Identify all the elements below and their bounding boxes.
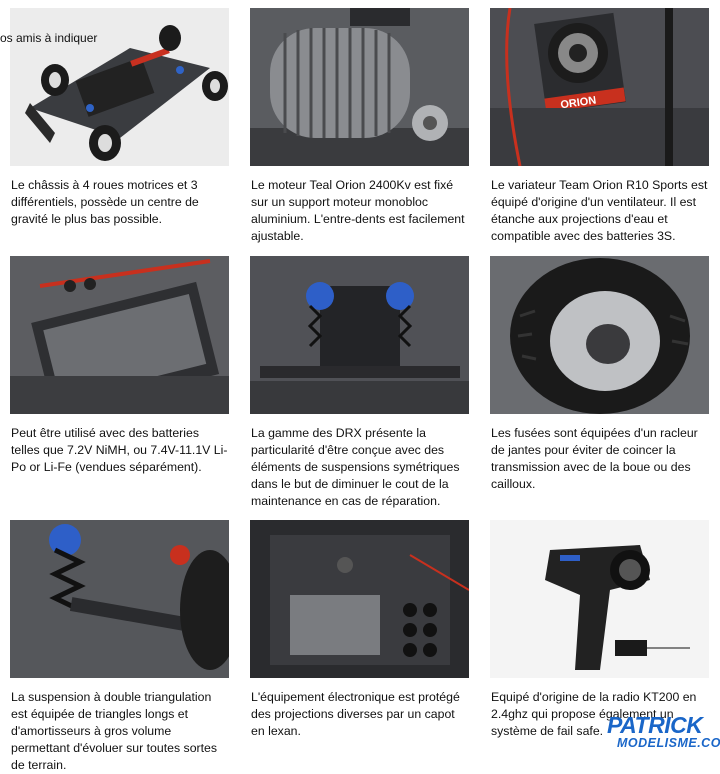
cell-motor: Le moteur Teal Orion 2400Kv est fixé sur… xyxy=(250,8,470,245)
cell-suspension: La suspension à double triangulation est… xyxy=(10,520,230,774)
watermark-logo: PATRICK MODELISME.COM xyxy=(607,712,720,756)
esc-photo: ORION xyxy=(490,8,709,166)
electronics-photo xyxy=(250,520,469,678)
caption-chassis: Le châssis à 4 roues motrices et 3 diffé… xyxy=(11,178,199,226)
cell-battery: Peut être utilisé avec des batteries tel… xyxy=(10,256,230,476)
cell-esc: ORION Le variateur Team Orion R10 Sports… xyxy=(490,8,710,245)
cell-drx: La gamme des DRX présente la particulari… xyxy=(250,256,470,510)
caption-esc: Le variateur Team Orion R10 Sports est é… xyxy=(491,178,708,243)
battery-photo xyxy=(10,256,229,414)
caption-drx: La gamme des DRX présente la particulari… xyxy=(251,426,460,508)
suspension-image xyxy=(10,520,229,678)
esc-image: ORION xyxy=(490,8,709,166)
drx-photo xyxy=(250,256,469,414)
cell-electronics: L'équipement électronique est protégé de… xyxy=(250,520,470,740)
radio-image xyxy=(490,520,709,678)
caption-motor: Le moteur Teal Orion 2400Kv est fixé sur… xyxy=(251,178,465,243)
chassis-photo xyxy=(10,8,229,166)
motor-photo xyxy=(250,8,469,166)
caption-suspension: La suspension à double triangulation est… xyxy=(11,690,218,772)
caption-wheel: Les fusées sont équipées d'un racleur de… xyxy=(491,426,698,491)
chassis-image xyxy=(10,8,229,166)
electronics-image xyxy=(250,520,469,678)
watermark-line1: PATRICK xyxy=(607,712,703,738)
suspension-photo xyxy=(10,520,229,678)
cell-radio: Equipé d'origine de la radio KT200 en 2.… xyxy=(490,520,710,740)
battery-image xyxy=(10,256,229,414)
caption-battery: Peut être utilisé avec des batteries tel… xyxy=(11,426,228,474)
overlay-fragment-text: os amis à indiquer xyxy=(0,31,98,45)
caption-electronics: L'équipement électronique est protégé de… xyxy=(251,690,460,738)
wheel-image xyxy=(490,256,709,414)
motor-image xyxy=(250,8,469,166)
wheel-photo xyxy=(490,256,709,414)
radio-photo xyxy=(490,520,709,678)
watermark-line2: MODELISME.COM xyxy=(617,736,720,750)
caption-radio: Equipé d'origine de la radio KT200 en 2.… xyxy=(491,690,697,738)
drx-image xyxy=(250,256,469,414)
cell-wheel: Les fusées sont équipées d'un racleur de… xyxy=(490,256,710,493)
esc-brand-label: ORION xyxy=(560,94,597,111)
cell-chassis: Le châssis à 4 roues motrices et 3 diffé… xyxy=(10,8,230,228)
